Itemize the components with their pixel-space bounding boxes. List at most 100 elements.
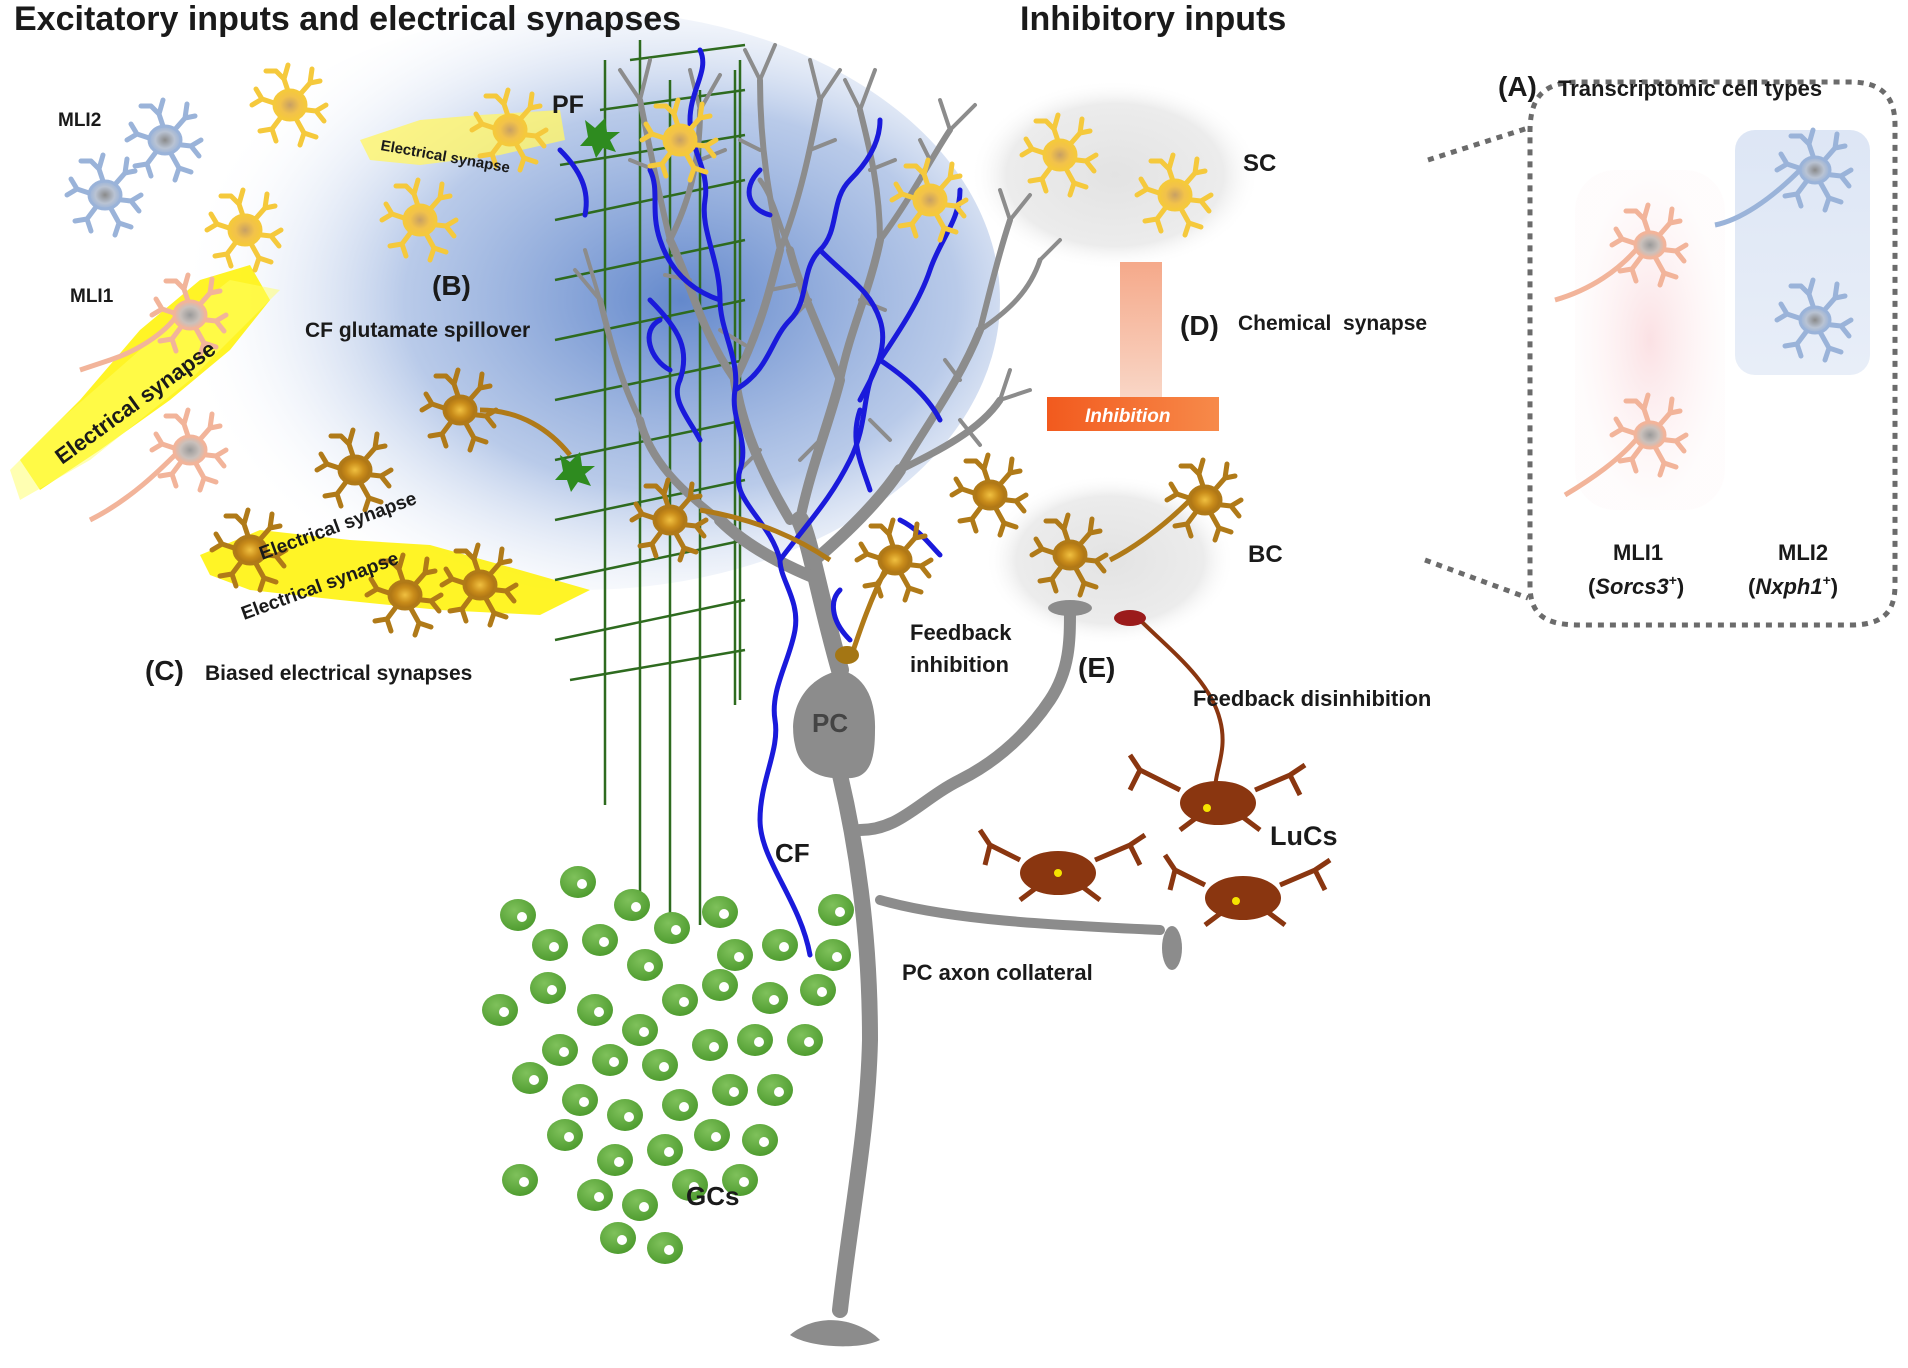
label-sc: SC	[1243, 150, 1276, 177]
bc-cell-7	[952, 455, 1026, 535]
sc-region	[970, 80, 1260, 270]
granule-cell	[702, 969, 738, 1001]
luc-cell-2	[977, 828, 1147, 902]
granule-cell	[692, 1029, 728, 1061]
granule-cell	[815, 939, 851, 971]
granule-cell	[592, 1044, 628, 1076]
sc-cell-5	[642, 100, 716, 180]
granule-cell	[642, 1049, 678, 1081]
granule-cell	[532, 929, 568, 961]
sc-cell-4	[472, 90, 546, 170]
sc-cell-8	[1137, 155, 1211, 235]
label-pc: PC	[812, 708, 848, 738]
panel-e-text: Feedback disinhibition	[1193, 686, 1431, 711]
pf-synapse-marker-mid	[555, 452, 595, 492]
granule-cell	[560, 866, 596, 898]
granule-cell	[757, 1074, 793, 1106]
chemical-synapse-stem	[1120, 262, 1162, 397]
title-inhibitory: Inhibitory inputs	[1020, 0, 1286, 38]
pc-axon	[832, 604, 1165, 1318]
gene-sorcs3: Sorcs3	[1595, 574, 1668, 599]
granule-cell	[562, 1084, 598, 1116]
label-feedback-2: inhibition	[910, 652, 1009, 677]
granule-cell	[762, 929, 798, 961]
panel-mli2-cell-1	[1714, 130, 1851, 228]
granule-cell	[502, 1164, 538, 1196]
granule-cell	[597, 1144, 633, 1176]
climbing-fibers	[557, 47, 963, 958]
granule-cell	[607, 1099, 643, 1131]
granule-cell	[654, 912, 690, 944]
granule-cell	[512, 1062, 548, 1094]
granule-cell	[694, 1119, 730, 1151]
granule-cell	[647, 1134, 683, 1166]
granule-cell	[800, 974, 836, 1006]
granule-cell	[577, 1179, 613, 1211]
luc-cell-1	[1127, 753, 1307, 832]
bc-cell-6	[632, 480, 832, 560]
panel-b-text: CF glutamate spillover	[305, 319, 530, 342]
granule-cell	[530, 972, 566, 1004]
granule-cell	[662, 984, 698, 1016]
sc-cell-3	[382, 180, 456, 260]
label-pf: PF	[552, 91, 584, 119]
gc-axons	[603, 690, 737, 935]
granule-cell	[722, 1164, 758, 1196]
panel-label-mli1-gene: (Sorcs3+)	[1588, 572, 1684, 599]
granule-cell	[582, 924, 618, 956]
panel-a-marker: (A)	[1498, 71, 1537, 102]
mli1-cell-2	[88, 410, 226, 523]
sc-cell-1	[252, 65, 326, 145]
label-mli2: MLI2	[58, 110, 101, 131]
sc-cell-6	[892, 160, 966, 240]
inhibition-bar	[1047, 397, 1219, 431]
bc-cell-5	[442, 545, 516, 625]
granule-cell	[547, 1119, 583, 1151]
granule-cell	[737, 1024, 773, 1056]
panel-c-marker: (C)	[145, 655, 184, 686]
panel-label-mli2: MLI2	[1778, 540, 1828, 565]
granule-cell	[542, 1034, 578, 1066]
transcriptomic-panel	[1424, 79, 1898, 628]
luc-axon	[1138, 618, 1225, 791]
title-excitatory: Excitatory inputs and electrical synapse…	[14, 0, 681, 38]
label-mli1: MLI1	[70, 286, 114, 307]
purkinje-soma	[793, 670, 876, 779]
panel-label-mli2-gene: (Nxph1+)	[1748, 572, 1838, 599]
label-feedback-1: Feedback	[910, 620, 1012, 645]
granule-cell	[614, 889, 650, 921]
sc-cell-7	[1022, 115, 1096, 195]
granule-cell	[787, 1024, 823, 1056]
label-pc-axon: PC axon collateral	[902, 960, 1093, 985]
panel-mli1-cell-1	[1554, 205, 1686, 303]
panel-mli2-cell-2	[1777, 280, 1851, 360]
label-inhibition: Inhibition	[1085, 406, 1170, 427]
bc-cell-8	[847, 520, 931, 661]
granule-cell	[717, 939, 753, 971]
granule-cell	[627, 949, 663, 981]
panel-b-marker: (B)	[432, 270, 471, 301]
granule-cell	[647, 1232, 683, 1264]
granule-cell	[662, 1089, 698, 1121]
mli1-cell-1	[79, 275, 226, 373]
bc-cell-9	[1032, 515, 1106, 595]
bc-cell-4	[367, 555, 441, 635]
panel-e-marker: (E)	[1078, 652, 1115, 683]
pf-synapse-marker-top	[580, 118, 620, 158]
bc-cell-2	[422, 370, 572, 457]
luc-terminal	[1114, 610, 1146, 626]
granule-cell	[752, 982, 788, 1014]
panel-a-title: Transcriptomic cell types	[1558, 76, 1822, 101]
panel-label-mli1: MLI1	[1613, 540, 1663, 565]
axon-terminal-bottom	[790, 1320, 880, 1347]
luc-cell-3	[1162, 853, 1332, 927]
granule-cell	[672, 1169, 708, 1201]
label-gcs: GCs	[686, 1181, 739, 1211]
mli2-cell-1	[127, 100, 201, 180]
panel-mli1-cell-2	[1563, 395, 1686, 498]
gene-nxph1: Nxph1	[1755, 574, 1822, 599]
label-bc: BC	[1248, 541, 1283, 568]
label-cf: CF	[775, 838, 810, 868]
bc-cell-3	[212, 510, 286, 590]
